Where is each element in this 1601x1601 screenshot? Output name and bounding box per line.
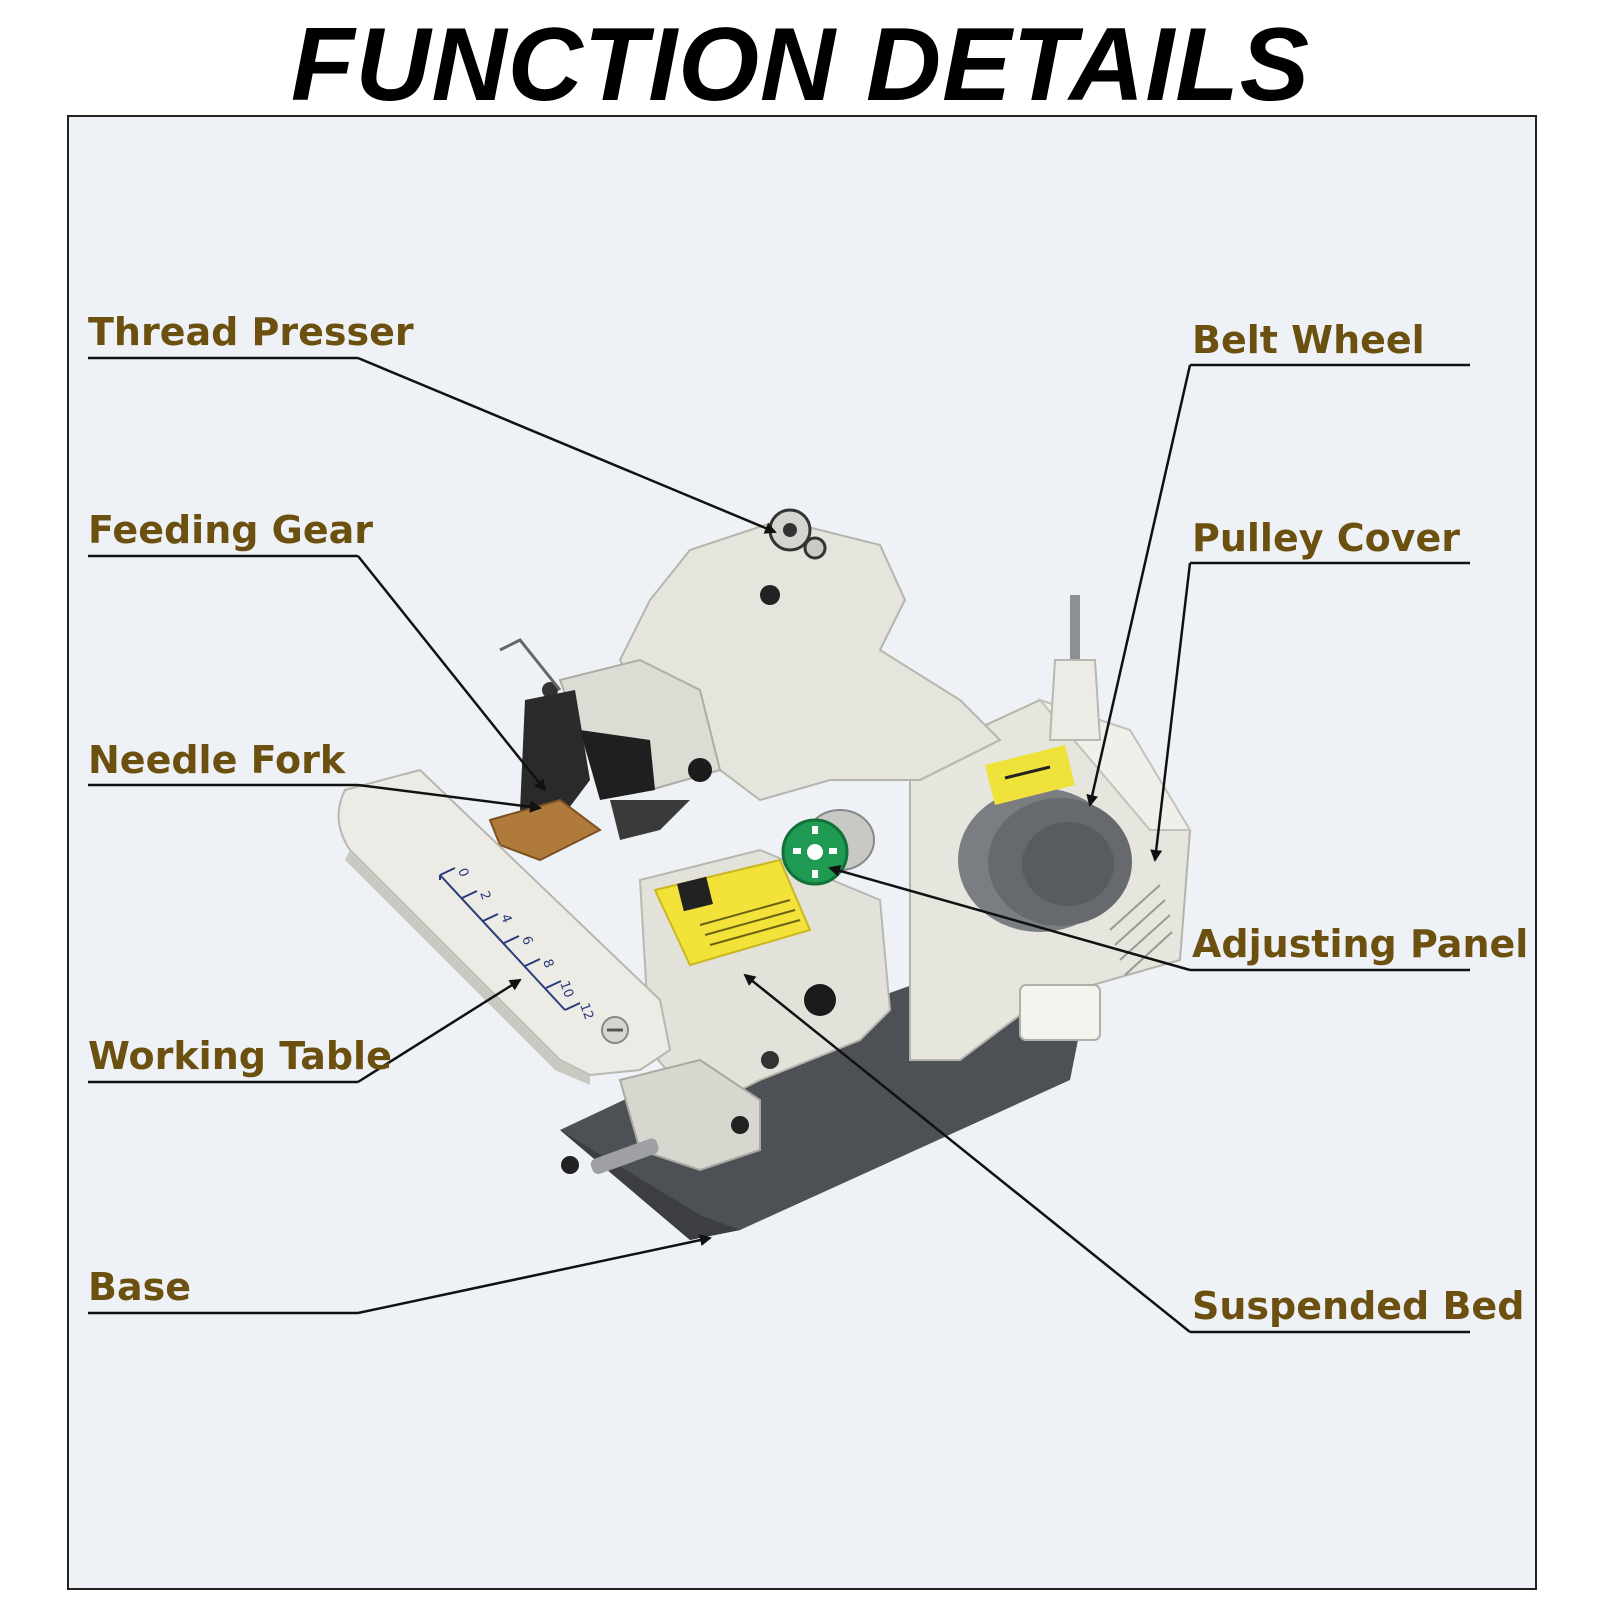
thread-presser [768,508,827,560]
scale-tick-12: 12 [576,1001,596,1022]
scale-tick-10: 10 [556,979,576,1000]
label-adjusting-panel: Adjusting Panel [1192,922,1529,966]
label-pulley-cover: Pulley Cover [1192,516,1461,560]
leader-lines [88,356,1470,1334]
label-working-table: Working Table [88,1034,392,1078]
label-thread-presser: Thread Presser [88,310,414,354]
warning-label [653,858,812,967]
adjusting-dial [781,809,875,886]
belt-wheel [958,745,1132,932]
working-table [337,768,672,1085]
label-feeding-gear: Feeding Gear [88,508,374,552]
label-suspended-bed: Suspended Bed [1192,1284,1525,1328]
label-belt-wheel: Belt Wheel [1192,318,1425,362]
page-title: FUNCTION DETAILS [290,7,1311,123]
fabric-piece [488,798,602,862]
label-needle-fork: Needle Fork [88,738,346,782]
label-base: Base [88,1265,191,1309]
